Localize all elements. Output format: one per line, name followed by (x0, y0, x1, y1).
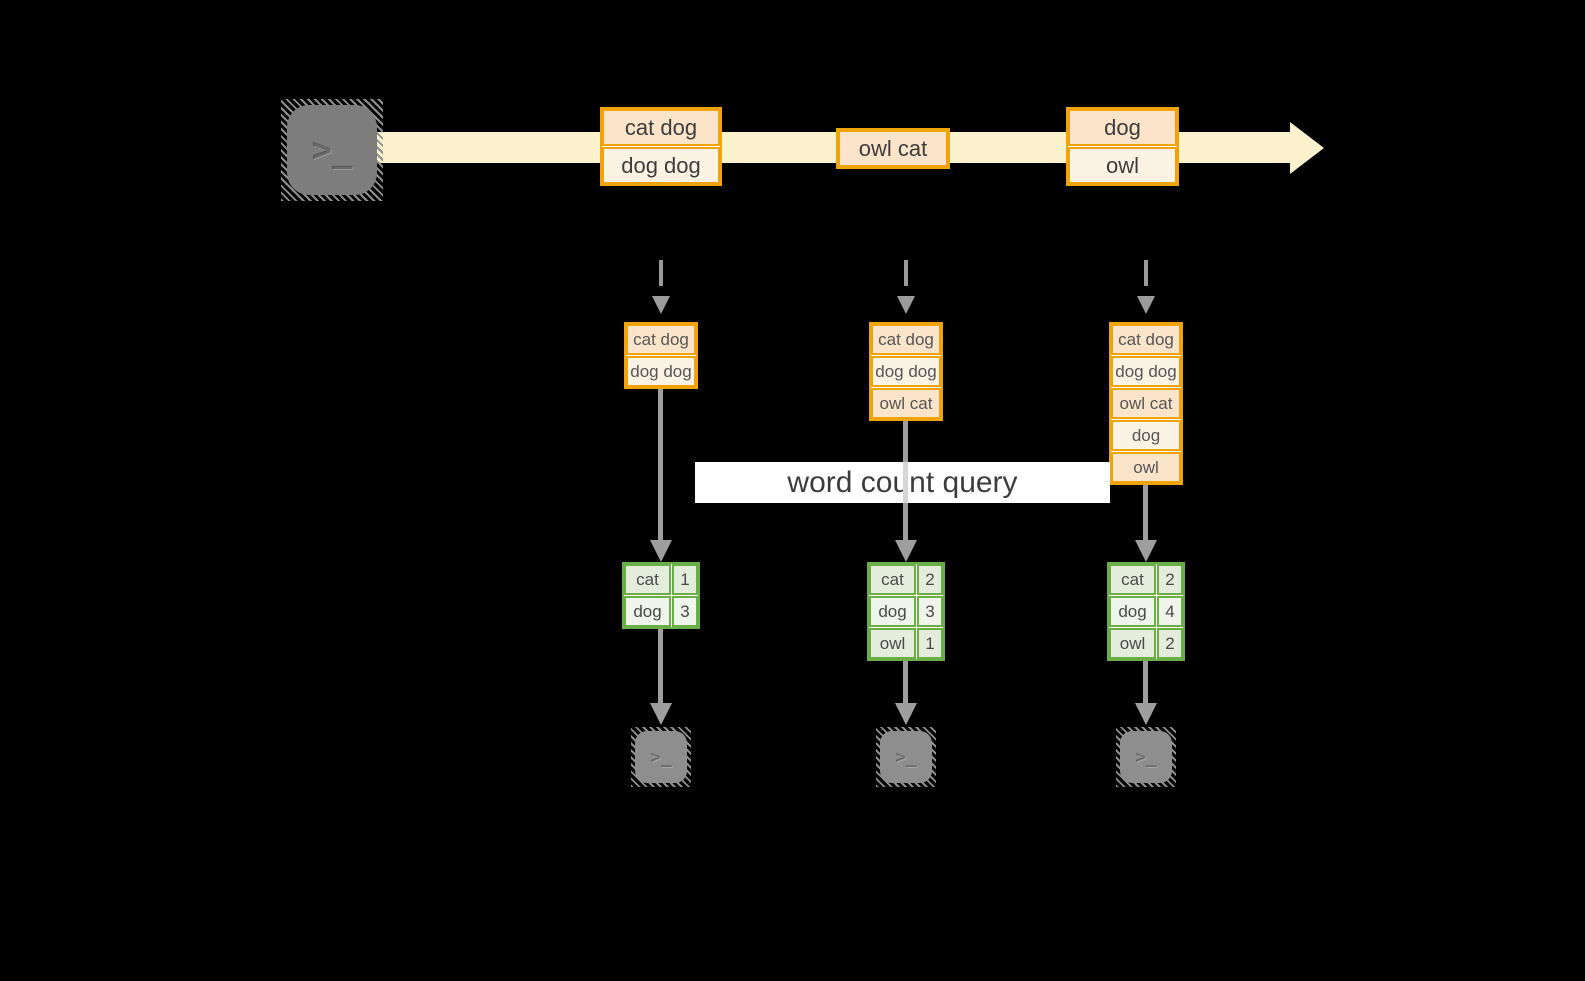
stream-event-batch-2: owl cat (836, 128, 950, 169)
word-cell: dog (1109, 596, 1156, 627)
buffer-record: owl cat (871, 388, 941, 419)
terminal-prompt-icon: >_ (1135, 746, 1157, 768)
dashed-arrowhead-icon (897, 296, 915, 314)
stream-event-batch-3: dog owl (1066, 107, 1179, 186)
stream-record: dog (1068, 109, 1177, 146)
dashed-arrowhead-icon (1137, 296, 1155, 314)
table-row: dog 3 (869, 596, 943, 627)
stream-timeline-arrowhead-icon (1290, 122, 1324, 174)
sink-arrowhead-icon (650, 703, 672, 725)
word-cell: cat (1109, 564, 1156, 595)
query-arrow-line (658, 389, 663, 540)
buffer-stack-2: cat dog dog dog owl cat (869, 322, 943, 421)
buffer-record: cat dog (871, 324, 941, 355)
sink-arrow-line (1143, 661, 1148, 703)
terminal-prompt-icon: >_ (650, 746, 672, 768)
word-cell: dog (869, 596, 916, 627)
count-cell: 2 (1157, 628, 1183, 659)
word-cell: dog (624, 596, 671, 627)
table-row: cat 2 (1109, 564, 1183, 595)
terminal-plate: >_ (287, 105, 377, 195)
word-cell: cat (869, 564, 916, 595)
terminal-icon: >_ (631, 727, 691, 787)
sink-arrowhead-icon (895, 703, 917, 725)
query-arrowhead-icon (650, 540, 672, 562)
dashed-arrow-line (1144, 260, 1148, 286)
buffer-record: cat dog (626, 324, 696, 355)
count-cell: 1 (672, 564, 698, 595)
buffer-record: cat dog (1111, 324, 1181, 355)
word-cell: owl (1109, 628, 1156, 659)
dashed-arrowhead-icon (652, 296, 670, 314)
table-row: dog 4 (1109, 596, 1183, 627)
terminal-icon: >_ (281, 99, 383, 201)
sink-arrowhead-icon (1135, 703, 1157, 725)
query-through-line (903, 462, 908, 503)
count-cell: 4 (1157, 596, 1183, 627)
stream-event-batch-1: cat dog dog dog (600, 107, 722, 186)
table-row: cat 2 (869, 564, 943, 595)
count-cell: 2 (917, 564, 943, 595)
count-cell: 3 (672, 596, 698, 627)
terminal-prompt-icon: >_ (311, 130, 353, 170)
sink-arrow-line (903, 661, 908, 703)
terminal-plate: >_ (1120, 731, 1172, 783)
count-table-1: cat 1 dog 3 (622, 562, 700, 629)
stream-record: owl (1068, 147, 1177, 184)
terminal-plate: >_ (635, 731, 687, 783)
query-arrow-line (1143, 485, 1148, 540)
stream-record: dog dog (602, 147, 720, 184)
table-row: dog 3 (624, 596, 698, 627)
count-table-2: cat 2 dog 3 owl 1 (867, 562, 945, 661)
table-row: owl 2 (1109, 628, 1183, 659)
terminal-prompt-icon: >_ (895, 746, 917, 768)
terminal-icon: >_ (1116, 727, 1176, 787)
word-cell: cat (624, 564, 671, 595)
stream-record: cat dog (602, 109, 720, 146)
buffer-record: dog dog (1111, 356, 1181, 387)
count-table-3: cat 2 dog 4 owl 2 (1107, 562, 1185, 661)
count-cell: 3 (917, 596, 943, 627)
terminal-plate: >_ (880, 731, 932, 783)
count-cell: 1 (917, 628, 943, 659)
buffer-stack-1: cat dog dog dog (624, 322, 698, 389)
buffer-record: dog dog (626, 356, 696, 387)
stream-record: owl cat (838, 130, 948, 167)
sink-arrow-line (658, 629, 663, 703)
buffer-record: owl cat (1111, 388, 1181, 419)
buffer-record: owl (1111, 452, 1181, 483)
dashed-arrow-line (904, 260, 908, 286)
query-arrowhead-icon (1135, 540, 1157, 562)
dashed-arrow-line (659, 260, 663, 286)
table-row: owl 1 (869, 628, 943, 659)
buffer-record: dog (1111, 420, 1181, 451)
word-cell: owl (869, 628, 916, 659)
table-row: cat 1 (624, 564, 698, 595)
query-arrowhead-icon (895, 540, 917, 562)
buffer-record: dog dog (871, 356, 941, 387)
buffer-stack-3: cat dog dog dog owl cat dog owl (1109, 322, 1183, 485)
count-cell: 2 (1157, 564, 1183, 595)
terminal-icon: >_ (876, 727, 936, 787)
query-label: word count query (695, 462, 1110, 503)
